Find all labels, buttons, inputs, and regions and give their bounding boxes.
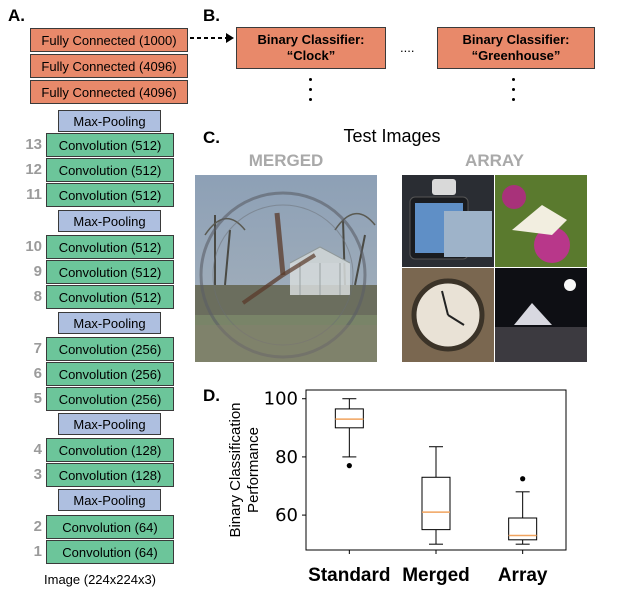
conv-layer-6: Convolution (256) — [46, 362, 174, 386]
layer-number-3: 3 — [33, 466, 42, 483]
fc-4096-layer-1: Fully Connected (4096) — [30, 80, 188, 104]
y-axis-label: Binary ClassificationPerformance — [227, 402, 262, 537]
layer-number-8: 8 — [33, 288, 42, 305]
max-pool-5: Max-Pooling — [58, 110, 161, 132]
panel-a-label: A. — [8, 6, 25, 25]
greenhouse-classifier-box: Binary Classifier: “Greenhouse” — [437, 27, 595, 69]
conv-layer-4: Convolution (128) — [46, 438, 174, 462]
box-array — [508, 517, 538, 541]
conv-layer-12: Convolution (512) — [46, 158, 174, 182]
fc-1000-layer: Fully Connected (1000) — [30, 28, 188, 52]
panel-b-label: B. — [203, 6, 220, 25]
clock-classifier-title: Binary Classifier: — [257, 32, 365, 47]
layer-number-10: 10 — [25, 238, 42, 255]
layer-number-11: 11 — [26, 186, 42, 203]
conv-layer-3: Convolution (128) — [46, 463, 174, 487]
conv-layer-11: Convolution (512) — [46, 183, 174, 207]
outlier-point — [520, 476, 526, 482]
max-pool-4: Max-Pooling — [58, 210, 161, 232]
fc-4096-layer-2: Fully Connected (4096) — [30, 54, 188, 78]
max-pool-1: Max-Pooling — [58, 489, 161, 511]
clock-classifier-box: Binary Classifier: “Clock” — [236, 27, 386, 69]
layer-number-12: 12 — [25, 161, 42, 178]
merged-title: MERGED — [248, 151, 324, 170]
greenhouse-classifier-class: “Greenhouse” — [471, 48, 561, 63]
panel-d-label: D. — [203, 386, 220, 405]
box-merged — [421, 476, 451, 531]
test-images-title: Test Images — [343, 126, 441, 146]
conv-layer-10: Convolution (512) — [46, 235, 174, 259]
max-pool-2: Max-Pooling — [58, 413, 161, 435]
dashed-arrow — [190, 33, 234, 43]
layer-number-4: 4 — [33, 441, 42, 458]
conv-layer-7: Convolution (256) — [46, 337, 174, 361]
classifier-ellipsis: .... — [400, 40, 415, 55]
conv-layer-2: Convolution (64) — [46, 515, 174, 539]
max-pool-3: Max-Pooling — [58, 312, 161, 334]
array-title: ARRAY — [465, 151, 524, 170]
y-tick-label: 80 — [275, 447, 298, 468]
y-tick-label: 60 — [275, 505, 298, 526]
clock-classifier-class: “Clock” — [286, 48, 336, 63]
greenhouse-classifier-title: Binary Classifier: — [462, 32, 570, 47]
merged-test-image — [195, 175, 377, 362]
conv-layer-1: Convolution (64) — [46, 540, 174, 564]
array-test-image — [402, 175, 587, 362]
clock-vertical-dots — [309, 78, 313, 108]
conv-layer-8: Convolution (512) — [46, 285, 174, 309]
layer-number-7: 7 — [33, 340, 42, 357]
outlier-point — [346, 463, 352, 469]
layer-number-2: 2 — [33, 518, 42, 535]
layer-number-1: 1 — [33, 543, 42, 560]
panel-c-label: C. — [203, 128, 220, 147]
layer-number-9: 9 — [33, 263, 42, 280]
conv-layer-13: Convolution (512) — [46, 133, 174, 157]
layer-number-6: 6 — [33, 365, 42, 382]
greenhouse-vertical-dots — [512, 78, 516, 108]
x-tick-label: Merged — [402, 565, 470, 586]
layer-number-5: 5 — [33, 390, 42, 407]
conv-layer-9: Convolution (512) — [46, 260, 174, 284]
input-image-label: Image (224x224x3) — [44, 572, 157, 587]
conv-layer-5: Convolution (256) — [46, 387, 174, 411]
x-tick-label: Standard — [308, 565, 390, 586]
layer-number-13: 13 — [25, 136, 42, 153]
y-tick-label: 100 — [264, 389, 298, 410]
x-tick-label: Array — [498, 565, 548, 586]
